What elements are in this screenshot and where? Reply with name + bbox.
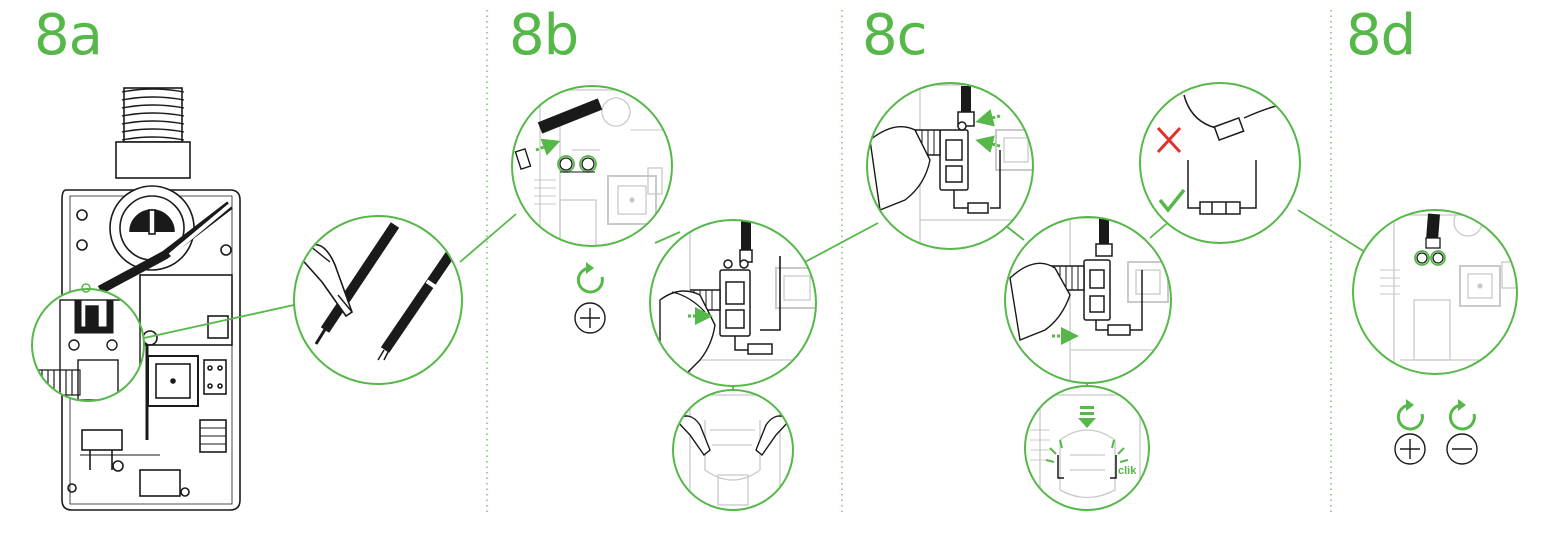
step-label-8d: 8d: [1346, 3, 1416, 68]
connector-line: [143, 304, 295, 339]
connector-line: [804, 222, 879, 263]
detail-circle-8b-connector: [649, 219, 817, 387]
clik-label: clik: [1118, 465, 1137, 477]
connector-line: [654, 231, 681, 244]
cross-icon: [1156, 126, 1182, 154]
detail-circle-8c-assemble: [866, 82, 1034, 250]
rotate-clockwise-icon: [1448, 399, 1476, 431]
flexible-hose: [115, 87, 191, 179]
plus-circle-icon: [574, 302, 606, 334]
step-label-8a: 8a: [34, 3, 103, 68]
detail-circle-wire-cut: [293, 215, 463, 385]
minus-circle-icon: [1446, 433, 1478, 465]
check-icon: [1158, 188, 1186, 213]
unit-illustration-8a: [61, 87, 241, 511]
connector-line: [1005, 225, 1025, 241]
plus-circle-icon: [1394, 433, 1426, 465]
rotate-clockwise-icon: [576, 262, 604, 294]
detail-circle-wire-routing: [1139, 82, 1301, 244]
rotate-clockwise-icon: [1396, 399, 1424, 431]
step-label-8c: 8c: [862, 3, 927, 68]
connector-line: [459, 213, 517, 263]
section-dividers: [486, 10, 1332, 512]
detail-circle-8a: [31, 283, 145, 402]
connector-line: [1297, 209, 1369, 255]
detail-circle-8b-clips: [672, 389, 794, 511]
detail-circle-8d: [1352, 209, 1518, 375]
step-label-8b: 8b: [509, 3, 579, 68]
detail-circle-8c-push: [1004, 216, 1172, 384]
detail-circle-8b-screws: [511, 85, 673, 247]
detail-circle-8c-clik: clik: [1024, 385, 1150, 511]
